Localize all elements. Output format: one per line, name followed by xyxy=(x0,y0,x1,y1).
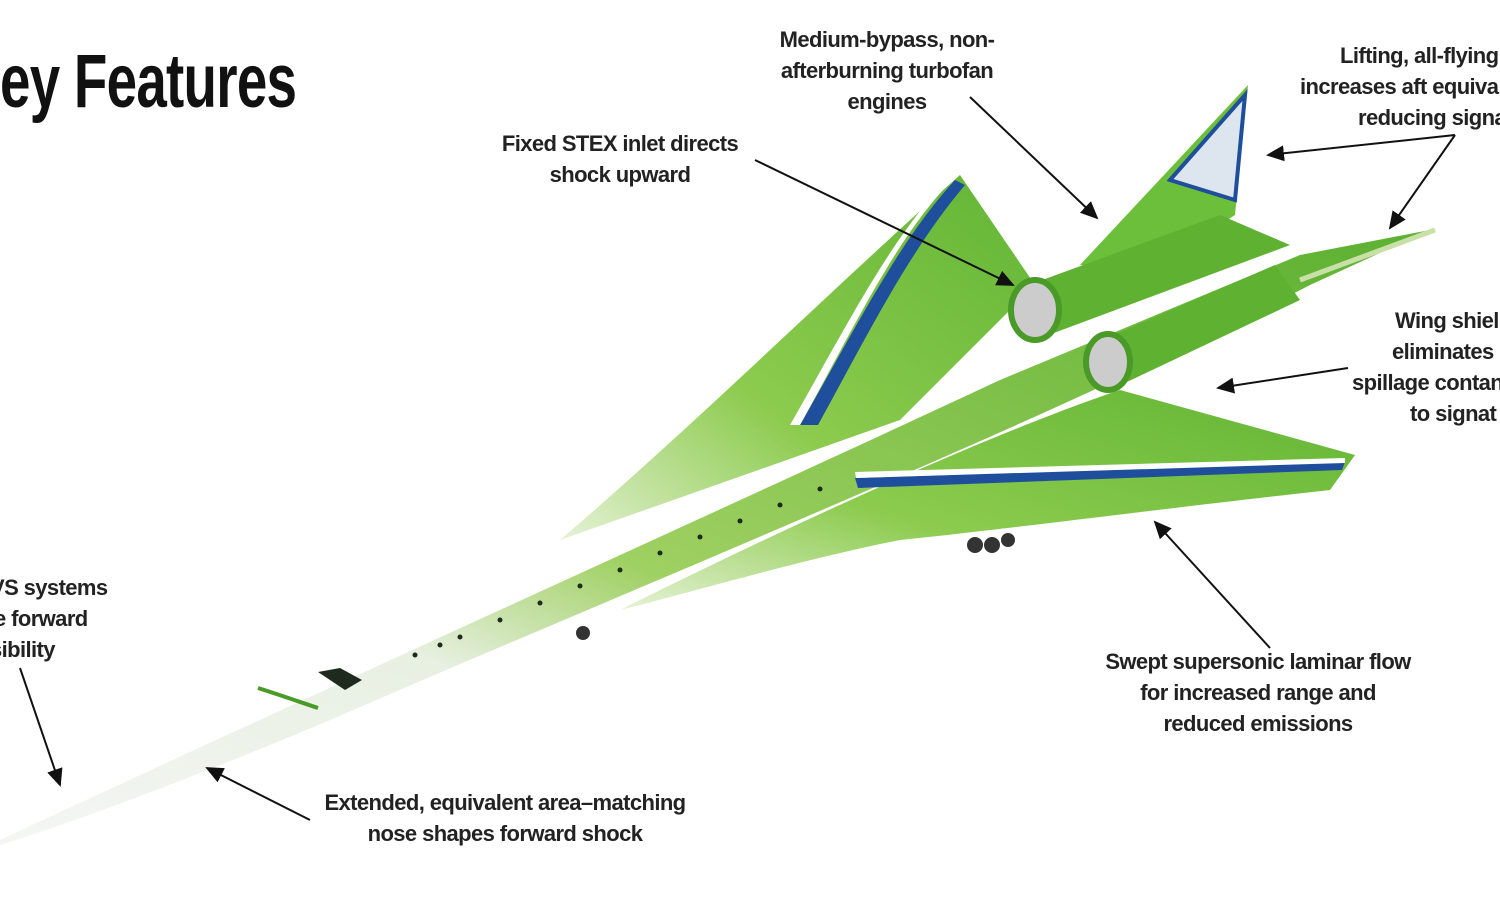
callout-inlet: Fixed STEX inlet directs shock upward xyxy=(480,128,760,190)
callout-line: e forward xyxy=(0,606,88,631)
callout-line: Wing shiel xyxy=(1395,308,1499,333)
callout-line: Swept supersonic laminar flow xyxy=(1105,649,1411,674)
far-wing xyxy=(560,175,1035,540)
callout-laminar: Swept supersonic laminar flow for increa… xyxy=(1088,646,1428,739)
callout-arrows xyxy=(19,96,1456,821)
callout-line: Fixed STEX inlet directs xyxy=(501,131,739,156)
callout-line: shock upward xyxy=(549,162,691,187)
cockpit-window xyxy=(318,668,362,690)
callout-line: Medium-bypass, non- xyxy=(779,27,995,52)
fuselage xyxy=(0,230,1430,845)
callout-line: afterburning turbofan xyxy=(780,58,994,83)
callout-line: eliminates xyxy=(1392,339,1494,364)
callout-tail: Lifting, all-flying increases aft equiva… xyxy=(1300,40,1500,133)
callout-line: reduced emissions xyxy=(1163,711,1353,736)
callout-vision: VS systems e forward sibility xyxy=(0,572,108,665)
callout-line: for increased range and xyxy=(1140,680,1376,705)
near-wing xyxy=(620,390,1355,610)
far-wing-stripe xyxy=(800,180,965,425)
engine-nacelle-2 xyxy=(1090,265,1300,390)
near-wing-stripe xyxy=(855,462,1345,488)
callout-line: reducing signa xyxy=(1358,105,1500,130)
callout-nose: Extended, equivalent area–matching nose … xyxy=(305,787,705,849)
callout-line: nose shapes forward shock xyxy=(367,821,643,846)
engine-nacelle-1 xyxy=(1015,215,1290,340)
callout-line: engines xyxy=(847,89,928,114)
callout-line: spillage contan xyxy=(1352,370,1500,395)
callout-wing-shield: Wing shiel eliminates spillage contan to… xyxy=(1352,305,1500,429)
engine-inlet-1 xyxy=(1008,277,1062,343)
callout-line: to signat xyxy=(1410,401,1497,426)
engine-inlet-2 xyxy=(1083,331,1133,393)
callout-line: VS systems xyxy=(0,575,108,600)
callout-line: Extended, equivalent area–matching xyxy=(324,790,686,815)
callout-line: sibility xyxy=(0,637,55,662)
callout-engines: Medium-bypass, non- afterburning turbofa… xyxy=(757,24,1017,117)
callout-line: increases aft equiva xyxy=(1300,74,1499,99)
callout-line: Lifting, all-flying xyxy=(1340,43,1499,68)
page-title: ey Features xyxy=(0,39,297,124)
